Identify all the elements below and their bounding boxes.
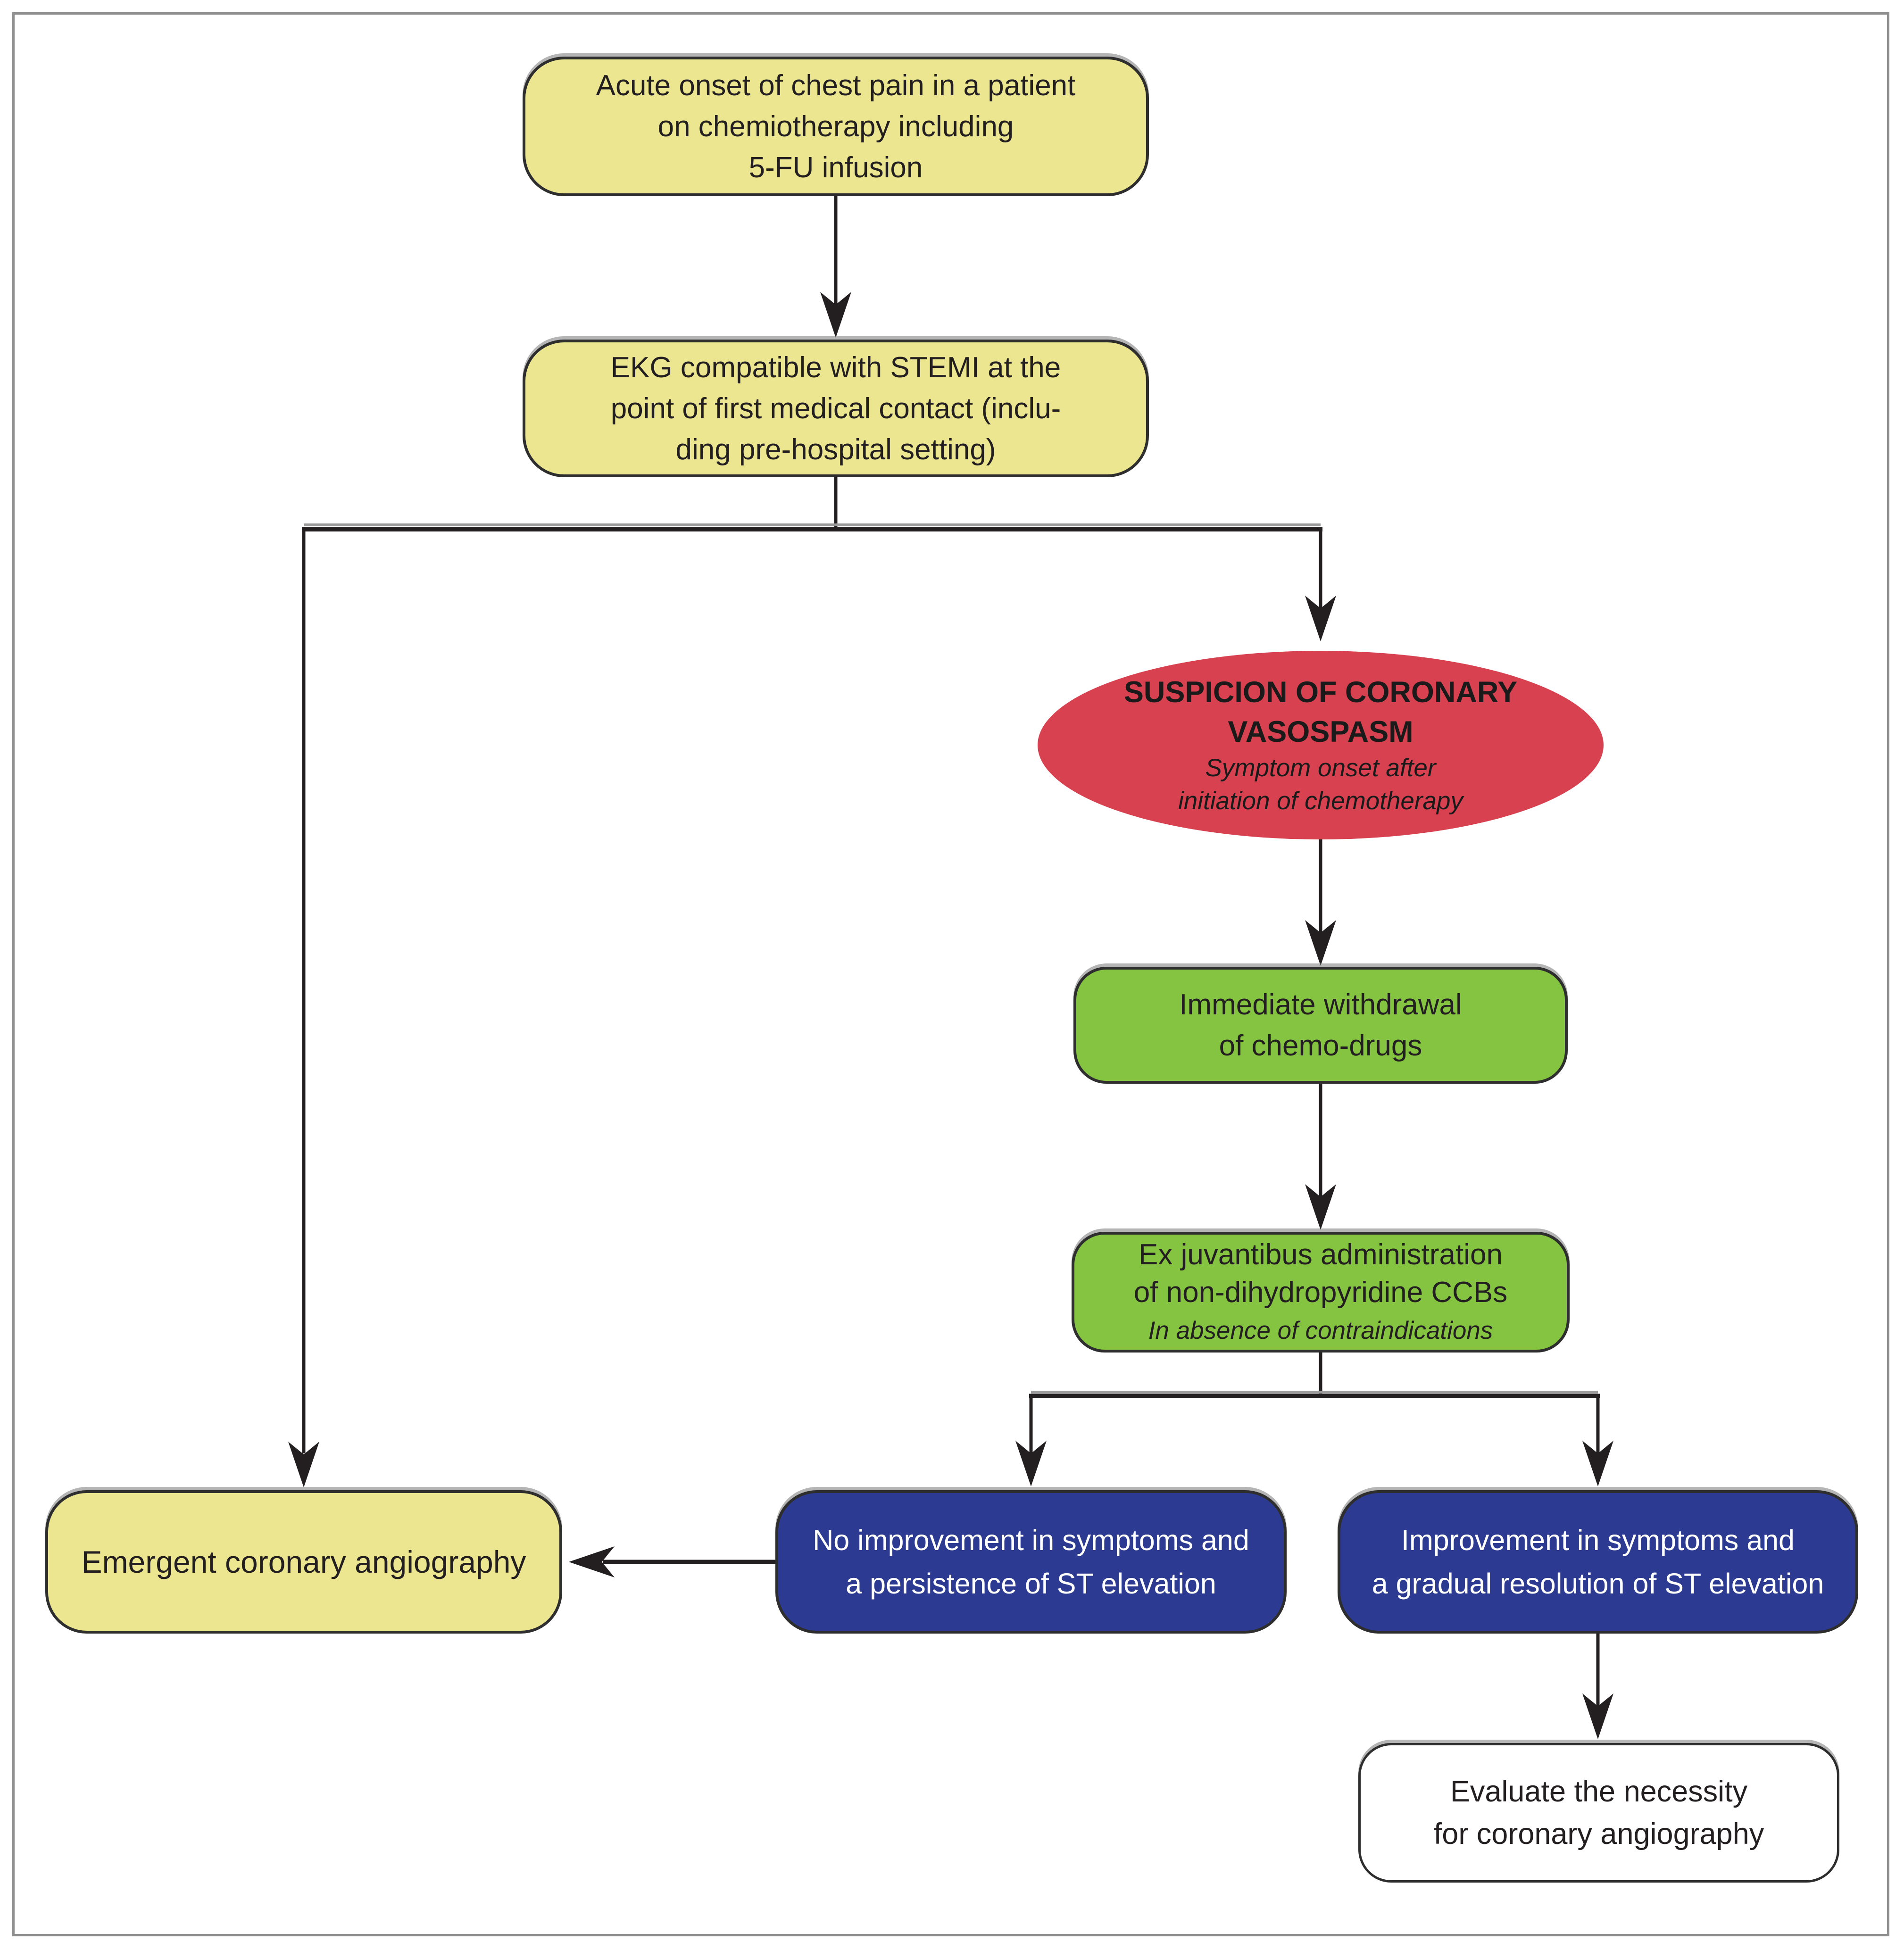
arrow-split-to-no-improvement	[1015, 1396, 1047, 1486]
node-chest-pain-line: on chemiotherapy including	[657, 110, 1014, 143]
node-ekg-stemi: EKG compatible with STEMI at the point o…	[523, 340, 1149, 477]
branch-ccb-split	[1029, 1353, 1600, 1398]
node-immediate-withdrawal-line: of chemo-drugs	[1219, 1029, 1422, 1062]
node-no-improvement: No improvement in symptoms and a persist…	[775, 1490, 1287, 1634]
node-emergent-angiography: Emergent coronary angiography	[45, 1490, 562, 1634]
arrow-withdrawal-to-exjuvantibus	[1305, 1084, 1336, 1230]
node-evaluate-necessity-line: for coronary angiography	[1433, 1817, 1764, 1850]
branch-ekg-split	[302, 477, 1322, 531]
node-ex-juvantibus: Ex juvantibus administration of non-dihy…	[1072, 1232, 1570, 1353]
node-chest-pain-line: 5-FU infusion	[748, 151, 923, 184]
node-chest-pain: Acute onset of chest pain in a patient o…	[523, 57, 1149, 196]
node-ex-juvantibus-line: of non-dihydropyridine CCBs	[1133, 1276, 1508, 1309]
node-evaluate-necessity: Evaluate the necessity for coronary angi…	[1358, 1743, 1839, 1883]
suspicion-subtitle-line: Symptom onset after	[1205, 754, 1436, 782]
node-suspicion-of-vasospasm: SUSPICION OF CORONARY VASOSPASM Symptom …	[1038, 651, 1604, 839]
node-improvement-line: a gradual resolution of ST elevation	[1372, 1568, 1824, 1600]
arrow-chest-pain-to-ekg	[820, 196, 851, 338]
node-emergent-angiography-line: Emergent coronary angiography	[81, 1544, 526, 1579]
arrow-split-to-suspicion	[1305, 529, 1336, 641]
suspicion-subtitle-line: initiation of chemotherapy	[1178, 787, 1463, 815]
suspicion-title-line: VASOSPASM	[1228, 715, 1413, 748]
node-improvement: Improvement in symptoms and a gradual re…	[1338, 1490, 1858, 1634]
node-evaluate-necessity-line: Evaluate the necessity	[1450, 1775, 1748, 1808]
arrow-no-improvement-to-emergent	[569, 1546, 775, 1577]
node-no-improvement-line: a persistence of ST elevation	[846, 1568, 1216, 1600]
arrow-split-to-emergent	[288, 529, 319, 1487]
node-chest-pain-line: Acute onset of chest pain in a patient	[596, 69, 1076, 102]
node-ex-juvantibus-line: Ex juvantibus administration	[1139, 1238, 1503, 1271]
node-ekg-stemi-line: point of first medical contact (inclu-	[610, 392, 1061, 425]
node-ex-juvantibus-note: In absence of contraindications	[1148, 1317, 1493, 1344]
node-no-improvement-line: No improvement in symptoms and	[813, 1524, 1249, 1556]
node-improvement-line: Improvement in symptoms and	[1401, 1524, 1795, 1556]
node-immediate-withdrawal-line: Immediate withdrawal	[1179, 988, 1462, 1021]
node-ekg-stemi-line: EKG compatible with STEMI at the	[610, 351, 1061, 384]
arrow-suspicion-to-withdrawal	[1305, 838, 1336, 966]
node-immediate-withdrawal: Immediate withdrawal of chemo-drugs	[1073, 967, 1568, 1084]
node-ekg-stemi-line: ding pre-hospital setting)	[675, 433, 996, 466]
arrow-improvement-to-evaluate	[1582, 1634, 1613, 1739]
arrow-split-to-improvement	[1582, 1396, 1613, 1486]
suspicion-title-line: SUSPICION OF CORONARY	[1123, 676, 1518, 709]
